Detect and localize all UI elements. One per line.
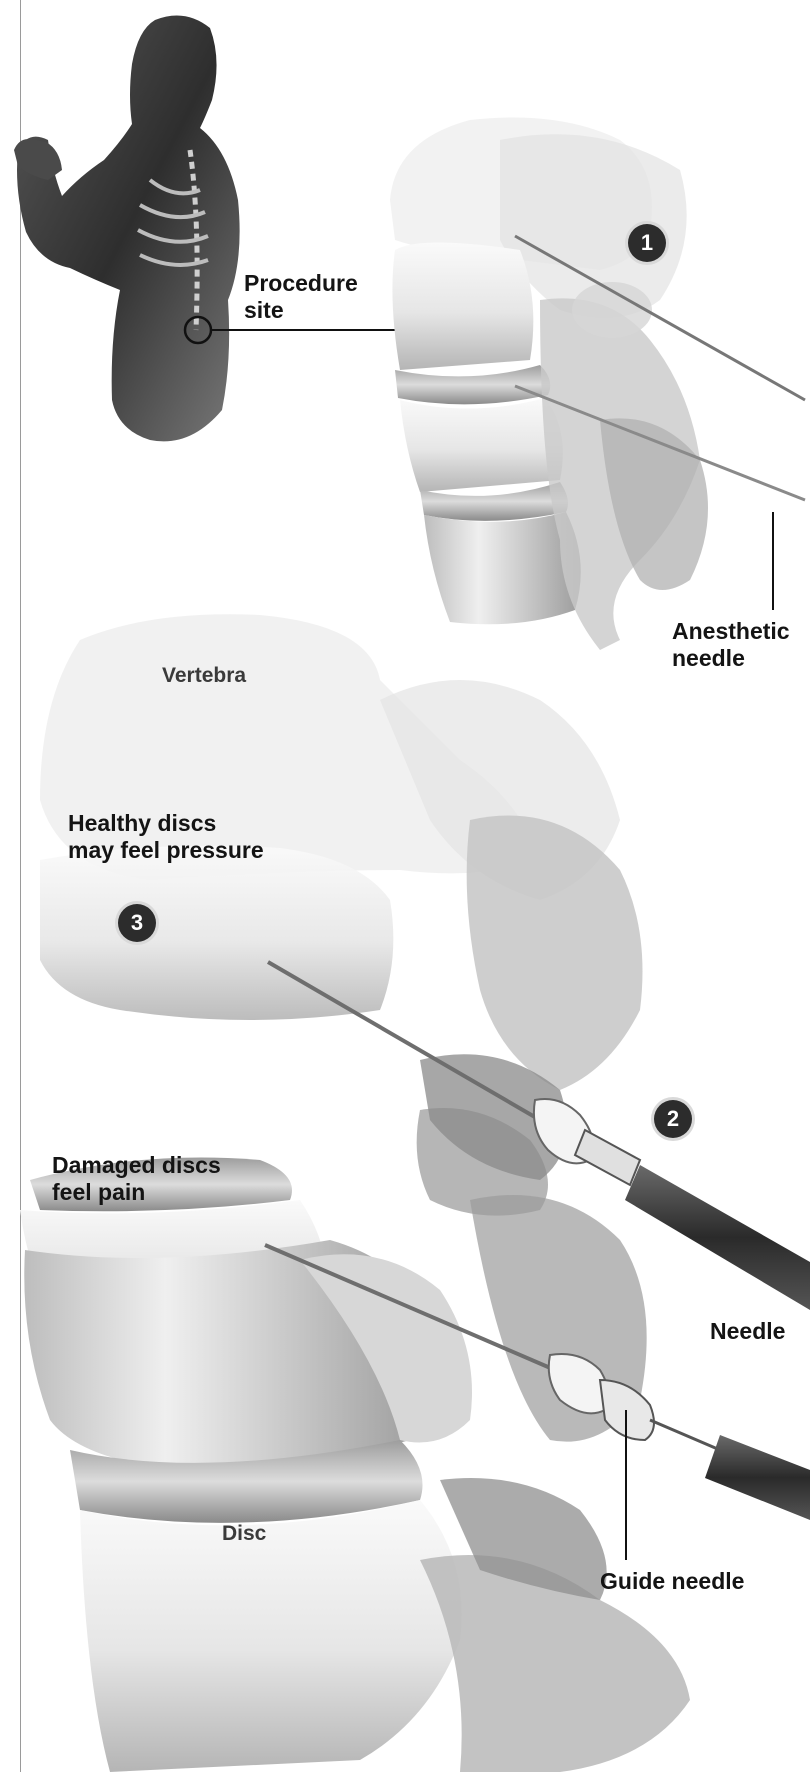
label-anesthetic-needle: Anesthetic needle — [672, 618, 790, 672]
label-damaged-discs-line1: Damaged discs — [52, 1152, 221, 1179]
label-guide-needle: Guide needle — [600, 1568, 744, 1595]
step-badge-2: 2 — [654, 1100, 692, 1138]
label-procedure-site-line1: Procedure — [244, 270, 358, 297]
step-badge-1: 1 — [628, 224, 666, 262]
label-disc: Disc — [222, 1520, 266, 1547]
step-badge-3: 3 — [118, 904, 156, 942]
label-procedure-site: Procedure site — [244, 270, 358, 324]
label-healthy-discs-line2: may feel pressure — [68, 837, 264, 864]
label-anesthetic-needle-line2: needle — [672, 645, 790, 672]
label-anesthetic-needle-line1: Anesthetic — [672, 618, 790, 645]
label-procedure-site-line2: site — [244, 297, 358, 324]
label-healthy-discs-line1: Healthy discs — [68, 810, 264, 837]
upper-spine-segment — [390, 118, 708, 651]
human-figure — [14, 16, 240, 442]
label-damaged-discs: Damaged discs feel pain — [52, 1152, 221, 1206]
label-damaged-discs-line2: feel pain — [52, 1179, 221, 1206]
label-vertebra: Vertebra — [162, 662, 246, 689]
label-healthy-discs: Healthy discs may feel pressure — [68, 810, 264, 864]
label-needle: Needle — [710, 1318, 785, 1345]
